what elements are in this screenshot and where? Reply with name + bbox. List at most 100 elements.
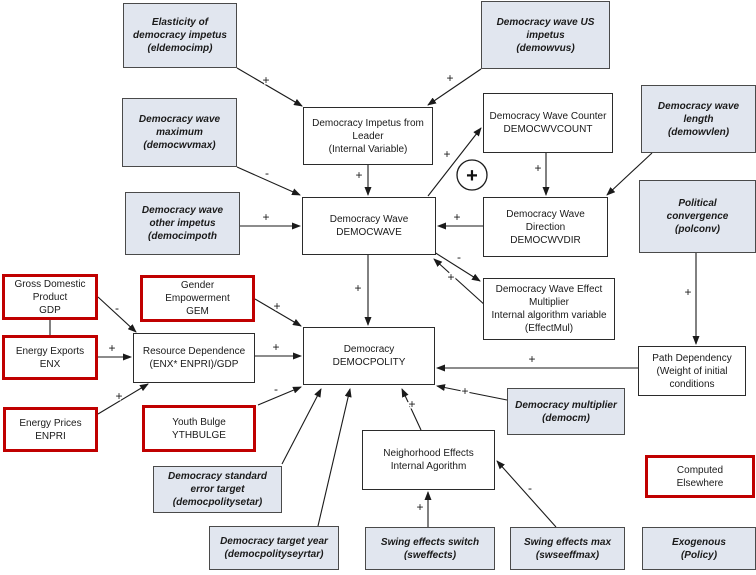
edge-sign-eldemocimp-to-impetusleader: + (262, 73, 269, 87)
gem-label-line: Gender (180, 280, 215, 291)
edge-sign-sweffects-to-neighborhood: + (416, 500, 423, 514)
enpri-label-line: ENPRI (35, 430, 66, 442)
impetusleader-label-line: Leader (352, 130, 384, 142)
edge-sign-neighborhood-to-democpolity: + (408, 397, 415, 411)
edge-democpolityseyrtar-to-democpolity (317, 388, 352, 527)
resourcedep-label-line: (ENX* ENPRI)/GDP (149, 359, 239, 370)
edge-swseeffmax-to-neighborhood (496, 460, 557, 528)
edge-sign-democm-to-democpolity: + (461, 384, 468, 398)
sweffects-label-line: Swing effects switch (380, 536, 480, 548)
democwvcount-label-line: DEMOCWVCOUNT (503, 124, 593, 135)
democpolitysetar-label-line: Democracy standard (168, 471, 267, 482)
democpolityseyrtar-label-line: Democracy target year (220, 536, 328, 547)
democwvmax-label-line: Democracy wave (138, 114, 221, 125)
demowvlen-label-line: (demowvlen) (667, 126, 730, 138)
edge-sign-ythbulge-to-democpolity: - (274, 382, 278, 396)
democwvmax-node: Democracy wave maximum (democwvmax) (122, 98, 237, 167)
edge-gem-to-democpolity (254, 298, 302, 327)
pathdep-label-line: Path Dependency (652, 352, 732, 364)
democwvdir-label-line: Direction (525, 221, 566, 233)
democimpoth-label-line: (democimpoth (148, 231, 217, 242)
loop-polarity-plus-icon: + (466, 165, 478, 187)
edge-demowvus-to-impetusleader (427, 68, 482, 106)
edge-sign-democwvdir-to-democwave: + (453, 210, 460, 224)
edge-sign-pathdep-to-democpolity: + (528, 352, 535, 366)
edge-sign-democwave-to-democwvcount: + (443, 147, 450, 161)
edge-sign-enpri-to-resourcedep: + (115, 389, 122, 403)
effectmul-label-line: Multiplier (528, 297, 569, 308)
resourcedep-label-line: Resource Dependence (142, 346, 246, 357)
gem-label-line: Empowerment (165, 293, 230, 304)
enpri-label-line: Energy Prices (19, 417, 82, 429)
demowvus-label-line: (demowvus) (516, 42, 575, 54)
democpolity-label-line: DEMOCPOLITY (332, 357, 406, 368)
computed-legend-label-line: Computed (676, 464, 724, 476)
loop-polarity-circle-icon (456, 159, 488, 191)
effectmul-label-line: Internal algorithm variable (491, 310, 607, 321)
democm-label-line: Democracy multiplier (515, 399, 617, 411)
democm-label-line: (democm) (542, 412, 590, 424)
edge-sign-effectmul-to-democwave: + (447, 270, 454, 284)
edge-neighborhood-to-democpolity (401, 388, 422, 431)
gdp-label-line: Gross Domestic (14, 278, 86, 290)
polconv-label-line: (polconv) (675, 224, 720, 235)
democwvdir-label-line: Democracy Wave (506, 208, 585, 220)
gdp-label-line: Product (32, 291, 68, 303)
edge-sign-gem-to-democpolity: + (273, 299, 280, 313)
democimpoth-label-line: Democracy wave (141, 205, 224, 216)
democwave-label-line: DEMOCWAVE (336, 227, 402, 238)
impetusleader-label-line: (Internal Variable) (328, 143, 408, 155)
democwvdir-label-line: DEMOCWVDIR (510, 234, 581, 246)
edge-sign-gdp-to-resourcedep: - (115, 301, 119, 315)
edge-sign-democwvcount-to-democwvdir: + (534, 161, 541, 175)
exogenous-legend-label-line: Exogenous (672, 536, 726, 548)
swseeffmax-label-line: Swing effects max (523, 536, 612, 548)
democwvcount-label-line: Democracy Wave Counter (489, 111, 607, 122)
gdp-label-line: GDP (39, 304, 61, 316)
effectmul-label-line: Democracy Wave Effect (495, 284, 603, 295)
edge-sign-demowvus-to-impetusleader: + (446, 71, 453, 85)
computed-legend-label-line: Elsewhere (676, 477, 724, 489)
democm-node: Democracy multiplier(democm) (507, 388, 625, 435)
democwave-label-line: Democracy Wave (329, 214, 409, 225)
democpolitysetar-label-line: (democpolitysetar) (172, 497, 263, 508)
pathdep-label-line: conditions (669, 378, 715, 390)
edge-sign-democwvmax-to-democwave: - (265, 166, 269, 180)
edge-sign-impetusleader-to-democwave: + (355, 168, 362, 182)
democpolityseyrtar-node: Democracy target year(democpolityseyrtar… (209, 526, 339, 570)
democpolity-label-line: Democracy (343, 344, 395, 355)
demowvus-label-line: impetus (526, 29, 565, 41)
democwvmax-label-line: (democwvmax) (143, 140, 216, 151)
edge-effectmul-to-democwave (433, 258, 487, 307)
edge-democpolitysetar-to-democpolity (281, 388, 322, 465)
resourcedep-node: Resource Dependence (ENX* ENPRI)/GDP (133, 333, 255, 383)
democwvmax-label-line: maximum (156, 127, 203, 138)
edge-demowvlen-to-democwvdir (606, 152, 653, 196)
sweffects-label-line: (sweffects) (403, 549, 457, 561)
edge-enpri-to-resourcedep (97, 383, 149, 415)
polconv-label-line: convergence (666, 211, 729, 222)
demowvus-label-line: Democracy wave US (496, 16, 595, 28)
democimpoth-label-line: other impetus (149, 218, 216, 229)
effectmul-label-line: (EffectMul) (524, 323, 574, 334)
edge-sign-democwave-to-democpolity: + (354, 281, 361, 295)
swseeffmax-label-line: (swseeffmax) (535, 549, 600, 561)
neighborhood-label-line: Internal Agorithm (390, 461, 467, 472)
edge-ythbulge-to-democpolity (257, 386, 302, 406)
enx-label-line: ENX (39, 358, 61, 370)
eldemocimp-label-line: Elasticity of (151, 17, 209, 28)
